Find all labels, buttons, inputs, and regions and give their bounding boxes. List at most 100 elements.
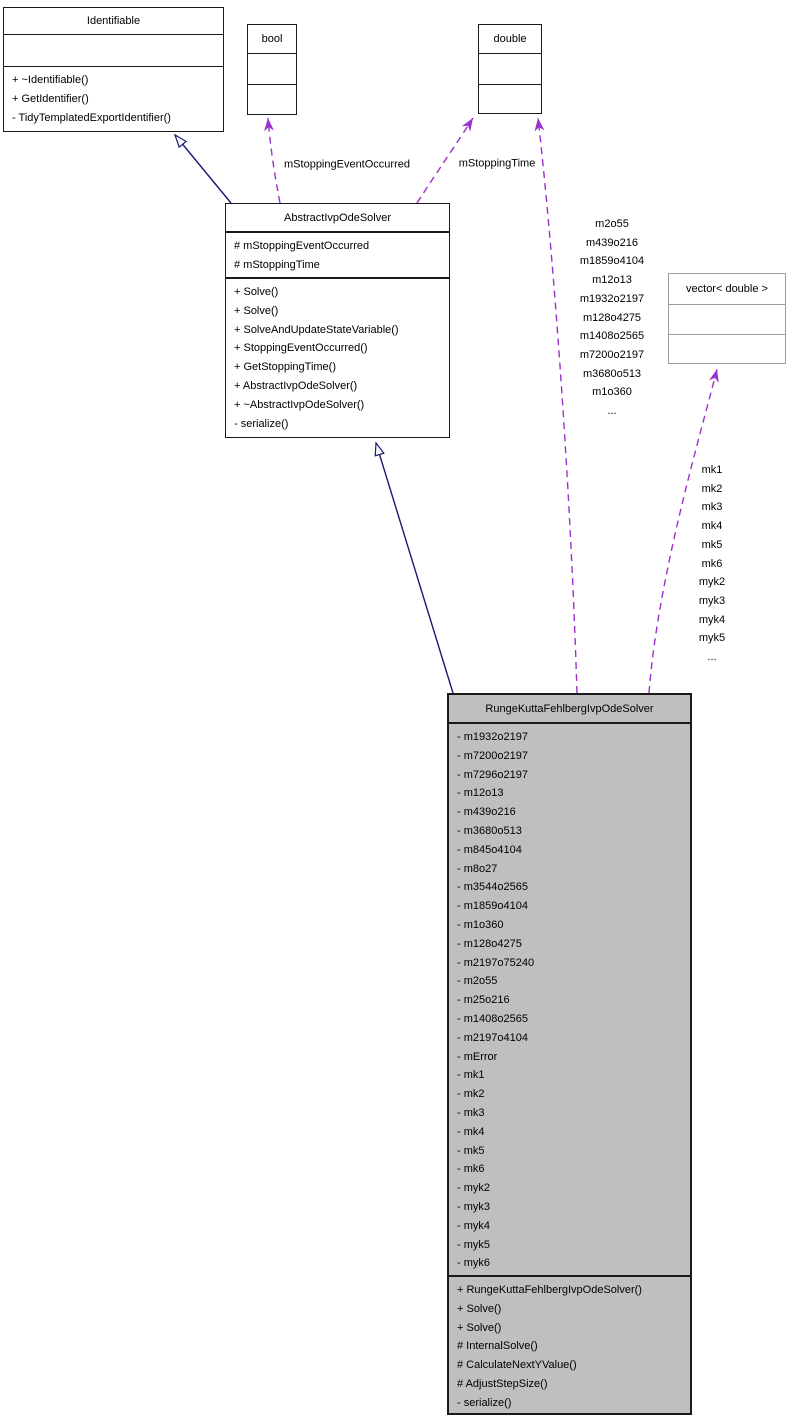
attributes-identifiable bbox=[4, 34, 223, 66]
methods-vector-double bbox=[669, 334, 785, 363]
list-item: mk3 bbox=[701, 501, 723, 514]
usage-edge-abstract-to-bool bbox=[264, 117, 281, 204]
list-item: - mk1 bbox=[457, 1069, 485, 1082]
list-item: mk1 bbox=[701, 464, 723, 476]
list-item: # InternalSolve() bbox=[457, 1340, 538, 1353]
list-item: # mStoppingTime bbox=[234, 258, 320, 271]
attributes-bool bbox=[248, 53, 296, 84]
list-item: - m1o360 bbox=[457, 918, 504, 931]
class-node-identifiable[interactable]: Identifiable + ~Identifiable() + GetIdent… bbox=[3, 7, 224, 132]
list-item: - mk4 bbox=[457, 1125, 485, 1138]
list-item: mk5 bbox=[701, 538, 723, 551]
list-item: mk6 bbox=[701, 557, 723, 570]
list-item: m2o55 bbox=[595, 218, 629, 230]
list-item: - m25o216 bbox=[457, 994, 510, 1007]
class-title-identifiable: Identifiable bbox=[86, 15, 141, 27]
list-item: + Solve() bbox=[234, 286, 279, 298]
edge-label-vector-members: mk1 mk2 mk3 mk4 mk5 mk6 myk2 myk3 myk4 myk5... bbox=[699, 461, 725, 667]
edge-label-double-members: m2o55 m439o216 m1859o4104 m12o13 m1932o2197 m… bbox=[580, 215, 644, 421]
list-item: m1408o2565 bbox=[579, 330, 645, 343]
methods-rkf: + RungeKuttaFehlbergIvpOdeSolver() + Solv… bbox=[449, 1275, 690, 1413]
list-item: - myk4 bbox=[457, 1219, 490, 1232]
list-item: - m128o4275 bbox=[457, 937, 522, 950]
list-item: - m7296o2197 bbox=[457, 768, 528, 781]
list-item: myk3 bbox=[698, 594, 726, 607]
class-title-rkf: RungeKuttaFehlbergIvpOdeSolver bbox=[485, 702, 654, 715]
list-item: - myk3 bbox=[457, 1200, 490, 1213]
class-node-vector-double[interactable]: vector< double > bbox=[668, 273, 786, 364]
list-item: m1932o2197 bbox=[579, 292, 645, 305]
list-item: # mStoppingEventOccurred bbox=[234, 240, 370, 252]
list-item: + Solve() bbox=[457, 1321, 502, 1334]
list-item: m128o4275 bbox=[582, 311, 642, 324]
list-item: - serialize() bbox=[234, 417, 289, 430]
class-title-abstract: AbstractIvpOdeSolver bbox=[284, 211, 391, 224]
class-node-runge-kutta-fehlberg-ivp-ode-solver[interactable]: RungeKuttaFehlbergIvpOdeSolver - m1932o2… bbox=[447, 693, 692, 1415]
list-item: - mk2 bbox=[457, 1088, 485, 1101]
methods-abstract: + Solve() + Solve() + SolveAndUpdateStateV… bbox=[226, 277, 449, 437]
list-item: myk4 bbox=[698, 613, 726, 626]
list-item: - m8o27 bbox=[457, 862, 498, 875]
class-node-abstract-ivp-ode-solver[interactable]: AbstractIvpOdeSolver # mStoppingEventOcc… bbox=[225, 203, 450, 438]
list-item: m3680o513 bbox=[582, 367, 642, 380]
list-item: - m2o55 bbox=[457, 975, 498, 988]
attributes-rkf: - m1932o2197 - m7200o2197 - m7296o2197 - m1… bbox=[449, 722, 690, 1275]
list-item: m7200o2197 bbox=[579, 348, 645, 361]
list-item: - m2197o4104 bbox=[457, 1031, 528, 1044]
list-item: - m12o13 bbox=[457, 787, 504, 800]
list-item: mk4 bbox=[701, 520, 723, 533]
list-item: + GetStoppingTime() bbox=[234, 361, 336, 374]
list-item: + ~AbstractIvpOdeSolver() bbox=[234, 398, 365, 411]
usage-edge-rkf-to-double bbox=[534, 117, 578, 694]
list-item: + AbstractIvpOdeSolver() bbox=[234, 379, 358, 392]
list-item: - m1932o2197 bbox=[457, 731, 528, 743]
list-item: - mk5 bbox=[457, 1144, 485, 1157]
list-item: m1o360 bbox=[592, 386, 632, 399]
list-item: - m2197o75240 bbox=[457, 956, 535, 969]
list-item: - m1408o2565 bbox=[457, 1012, 528, 1025]
class-node-bool[interactable]: bool bbox=[247, 24, 297, 115]
list-item: + Solve() bbox=[457, 1302, 502, 1315]
class-title-double: double bbox=[493, 33, 527, 45]
list-item: + ~Identifiable() bbox=[12, 74, 89, 86]
list-item: - mk3 bbox=[457, 1106, 485, 1119]
list-item: + RungeKuttaFehlbergIvpOdeSolver() bbox=[457, 1284, 642, 1296]
list-item: mk2 bbox=[701, 482, 723, 495]
list-item: + GetIdentifier() bbox=[12, 92, 89, 105]
list-item: - m3680o513 bbox=[457, 824, 522, 837]
list-item: myk5 bbox=[698, 632, 726, 645]
list-item: - serialize() bbox=[457, 1396, 512, 1409]
methods-double bbox=[479, 84, 541, 113]
list-item: - TidyTemplatedExportIdentifier() bbox=[12, 111, 171, 124]
list-item: - m3544o2565 bbox=[457, 881, 528, 894]
edge-label-stopping-time: mStoppingTime bbox=[458, 157, 536, 170]
list-item: m1859o4104 bbox=[579, 255, 645, 268]
list-item: ... bbox=[707, 651, 717, 664]
class-title-vector-double: vector< double > bbox=[686, 283, 768, 295]
list-item: + Solve() bbox=[234, 304, 279, 317]
list-item: - mError bbox=[457, 1050, 498, 1063]
class-node-double[interactable]: double bbox=[478, 24, 542, 114]
list-item: - m7200o2197 bbox=[457, 749, 528, 762]
list-item: + SolveAndUpdateStateVariable() bbox=[234, 323, 399, 336]
list-item: # AdjustStepSize() bbox=[457, 1377, 548, 1390]
list-item: - m845o4104 bbox=[457, 843, 522, 856]
list-item: + StoppingEventOccurred() bbox=[234, 342, 368, 355]
attributes-abstract: # mStoppingEventOccurred # mStoppingTime bbox=[226, 231, 449, 277]
list-item: # CalculateNextYValue() bbox=[457, 1359, 577, 1372]
list-item: myk2 bbox=[698, 576, 726, 589]
list-item: - m439o216 bbox=[457, 806, 516, 819]
list-item: - m1859o4104 bbox=[457, 900, 528, 913]
list-item: m12o13 bbox=[592, 274, 632, 287]
list-item: - myk5 bbox=[457, 1238, 490, 1251]
attributes-vector-double bbox=[669, 304, 785, 334]
attributes-double bbox=[479, 53, 541, 84]
edge-label-stopping-event-occurred: mStoppingEventOccurred bbox=[284, 158, 410, 171]
class-title-bool: bool bbox=[261, 33, 283, 45]
list-item: m439o216 bbox=[585, 236, 638, 249]
methods-bool bbox=[248, 84, 296, 114]
list-item: - mk6 bbox=[457, 1163, 485, 1176]
list-item: ... bbox=[607, 405, 617, 418]
